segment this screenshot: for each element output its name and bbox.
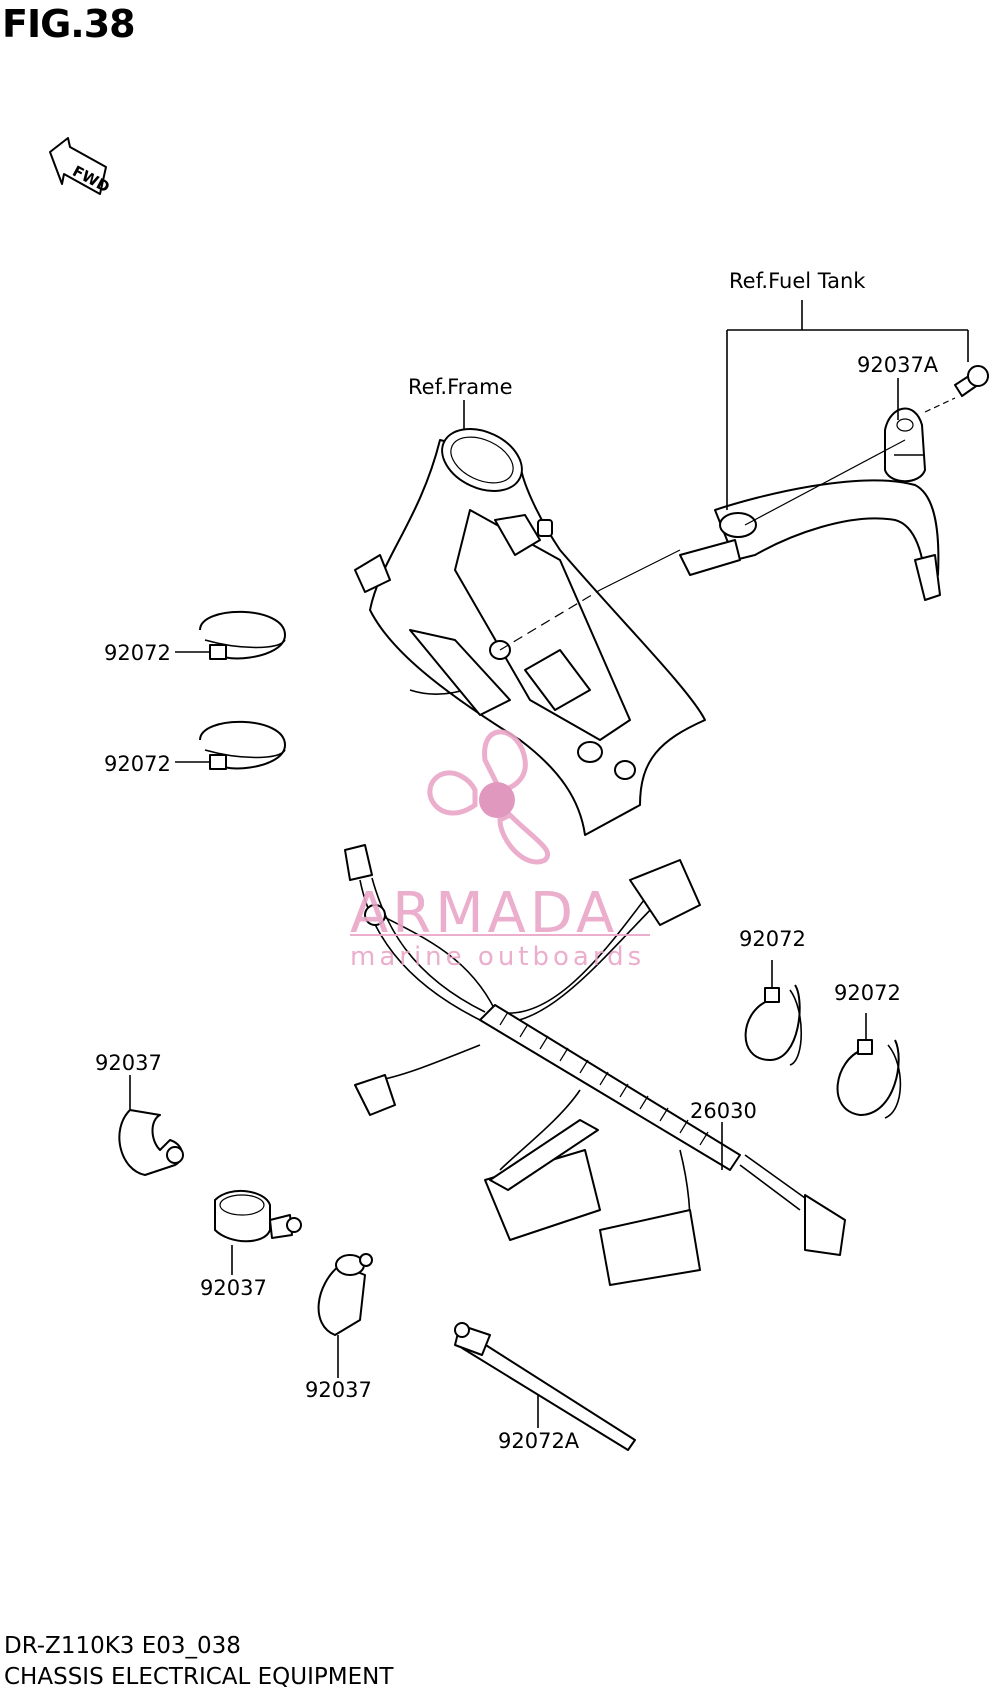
- part-label-92037-3: 92037: [305, 1378, 372, 1402]
- figure-title: FIG.38: [2, 2, 136, 46]
- watermark: ARMADA marine outboards: [350, 729, 650, 972]
- clamp-2-drawing: [214, 1189, 302, 1243]
- ref-frame-label: Ref.Frame: [408, 375, 513, 399]
- part-label-92072-middle: 92072: [104, 752, 171, 776]
- part-label-26030: 26030: [690, 1099, 757, 1123]
- part-label-92037-2: 92037: [200, 1276, 267, 1300]
- ref-fuel-tank-label: Ref.Fuel Tank: [729, 269, 866, 293]
- part-label-92037-1: 92037: [95, 1051, 162, 1075]
- clamp-92037a-drawing: [744, 365, 989, 526]
- band-middle-drawing: [199, 720, 286, 770]
- propeller-logo-icon: [427, 729, 550, 865]
- fwd-arrow-icon: FWD: [49, 137, 113, 196]
- part-label-92072a: 92072A: [498, 1429, 580, 1453]
- band-upper-drawing: [199, 610, 286, 660]
- section-title: CHASSIS ELECTRICAL EQUIPMENT: [4, 1664, 394, 1690]
- part-label-92072-upper: 92072: [104, 641, 171, 665]
- watermark-tagline: marine outboards: [350, 942, 645, 972]
- frame-drawing: [354, 428, 706, 836]
- wire-harness-drawing: [344, 844, 846, 1286]
- band-right-1-drawing: [744, 984, 803, 1066]
- clamp-1-drawing: [118, 1109, 184, 1176]
- model-code: DR-Z110K3 E03_038: [4, 1633, 241, 1659]
- part-label-92072-right-1: 92072: [739, 927, 806, 951]
- watermark-brand: ARMADA: [350, 881, 618, 946]
- part-label-92037a: 92037A: [857, 353, 939, 377]
- band-right-2-drawing: [836, 1039, 902, 1119]
- band-92072a-drawing: [454, 1322, 636, 1451]
- clamp-3-drawing: [317, 1253, 373, 1336]
- part-label-92072-right-2: 92072: [834, 981, 901, 1005]
- fuel-tank-bracket-drawing: [679, 479, 941, 601]
